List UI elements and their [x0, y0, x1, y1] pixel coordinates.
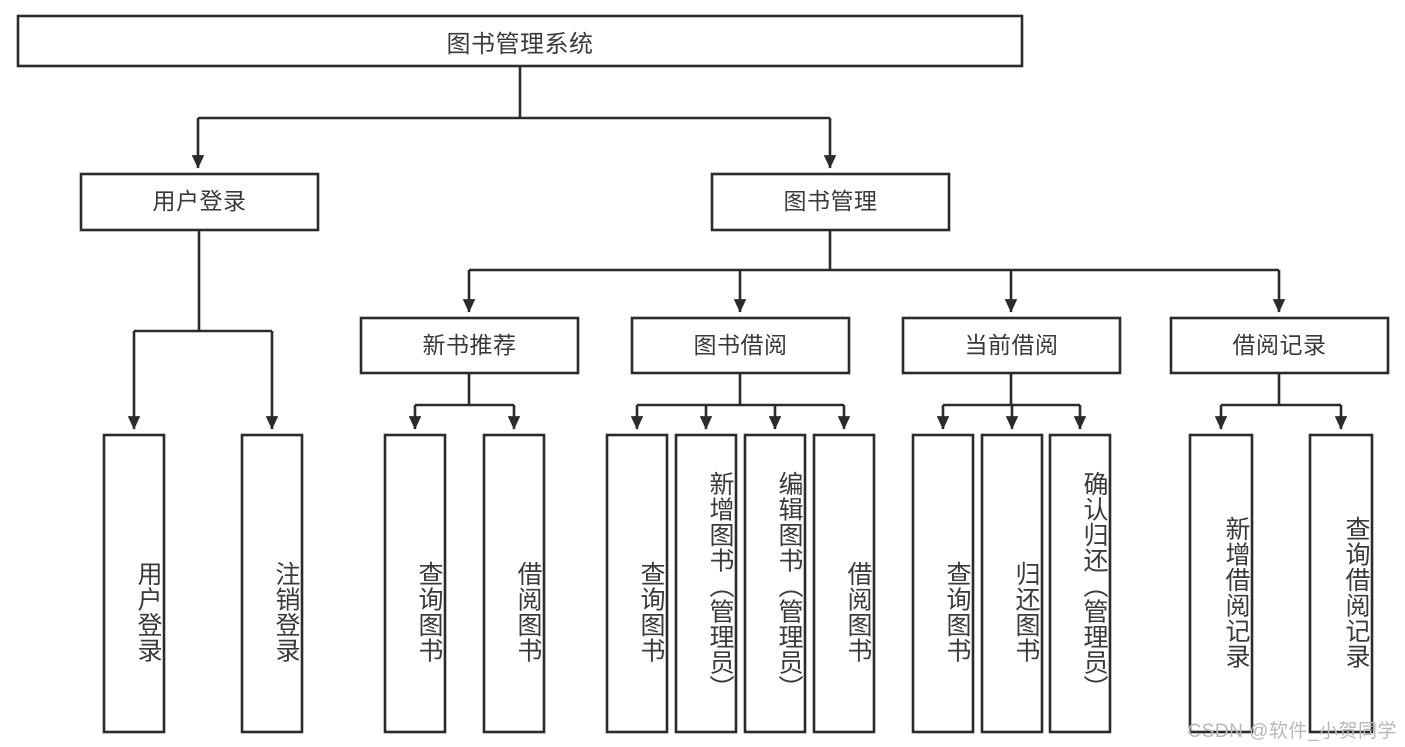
leaf-box-user-login-login[interactable] [102, 433, 166, 734]
leaf-box-borrow-query[interactable] [605, 433, 669, 734]
node-box-user-login[interactable] [79, 172, 320, 232]
leaf-box-record-query[interactable] [1308, 433, 1374, 734]
leaf-box-recommend-borrow[interactable] [482, 433, 546, 734]
leaf-box-user-login-logout[interactable] [240, 433, 304, 734]
leaf-box-borrow-lend[interactable] [812, 433, 876, 734]
leaf-box-record-add[interactable] [1188, 433, 1254, 734]
node-box-root[interactable] [16, 14, 1024, 68]
node-box-book-borrow[interactable] [630, 316, 851, 375]
watermark-text: CSDN @软件_小贺同学 [1187, 721, 1397, 742]
leaf-box-current-confirm[interactable] [1048, 433, 1112, 734]
node-box-new-book-recommend[interactable] [359, 316, 580, 375]
leaf-box-borrow-add[interactable] [674, 433, 738, 734]
node-box-book-management[interactable] [710, 172, 951, 232]
node-box-current-borrow[interactable] [901, 316, 1122, 375]
node-box-borrow-record[interactable] [1169, 316, 1390, 375]
leaf-box-recommend-query[interactable] [383, 433, 447, 734]
leaf-box-borrow-edit[interactable] [743, 433, 807, 734]
leaf-box-current-query[interactable] [911, 433, 975, 734]
leaf-box-current-return[interactable] [980, 433, 1044, 734]
